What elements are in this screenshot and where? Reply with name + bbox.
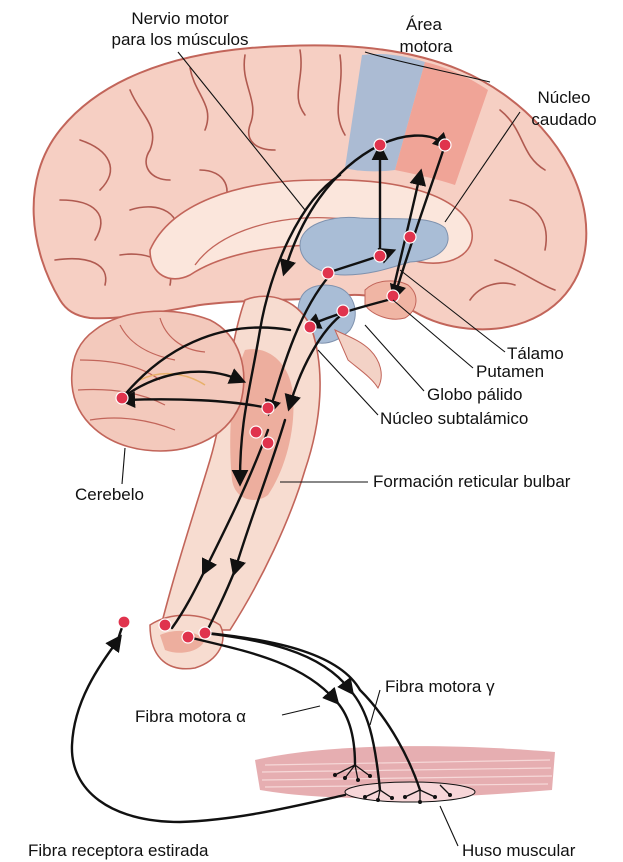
- label-spindle: Huso muscular: [462, 841, 576, 860]
- label-cerebellum: Cerebelo: [75, 485, 144, 504]
- node-reticular-3: [262, 437, 274, 449]
- label-subthalamic: Núcleo subtalámico: [380, 409, 528, 428]
- muscle-spindle: [345, 782, 475, 802]
- node-basal-2: [322, 267, 334, 279]
- label-gamma-fiber: Fibra motora γ: [385, 677, 495, 696]
- label-caudate-line1: Núcleo: [538, 88, 591, 107]
- node-spinal-3: [199, 627, 211, 639]
- label-motor-area-line2: motora: [400, 37, 453, 56]
- node-globus: [337, 305, 349, 317]
- node-caudate: [404, 231, 416, 243]
- subcortical-structures: [335, 330, 381, 388]
- node-spinal-2: [182, 631, 194, 643]
- node-reticular-2: [250, 426, 262, 438]
- label-motor-nerve-line2: para los músculos: [111, 30, 248, 49]
- label-caudate-line2: caudado: [531, 110, 596, 129]
- node-spinal-1: [159, 619, 171, 631]
- node-reticular-1: [262, 402, 274, 414]
- label-reticular: Formación reticular bulbar: [373, 472, 571, 491]
- label-putamen: Putamen: [476, 362, 544, 381]
- label-stretch-fiber: Fibra receptora estirada: [28, 841, 209, 860]
- node-motor-area-1: [374, 139, 386, 151]
- label-motor-area-line1: Área: [406, 15, 442, 34]
- node-motor-area-2: [439, 139, 451, 151]
- node-sensory: [118, 616, 130, 628]
- label-motor-nerve-line1: Nervio motor: [131, 9, 229, 28]
- label-alpha-fiber: Fibra motora α: [135, 707, 246, 726]
- label-thalamus: Tálamo: [507, 344, 564, 363]
- label-globus-pallidus: Globo pálido: [427, 385, 522, 404]
- node-basal-1: [374, 250, 386, 262]
- node-subthalamic: [304, 321, 316, 333]
- node-cerebellum: [116, 392, 128, 404]
